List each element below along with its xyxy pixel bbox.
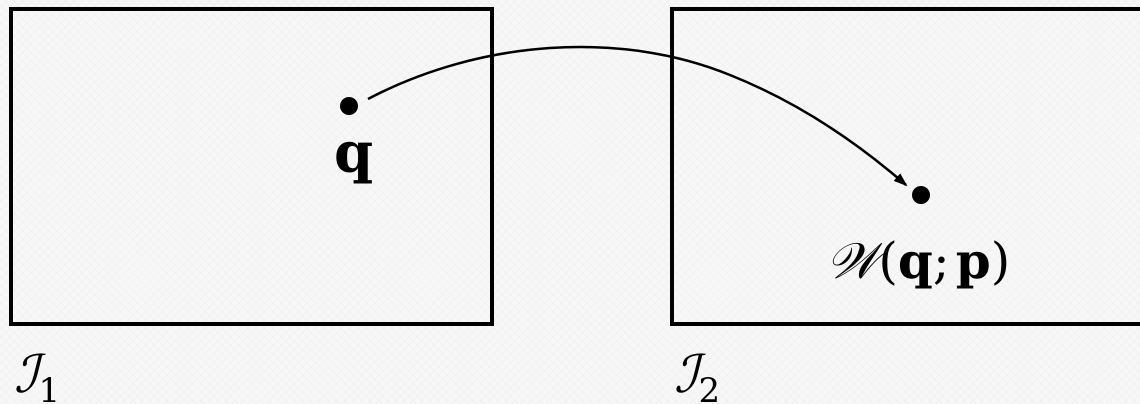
image-2-label: ℐ2 bbox=[674, 345, 720, 404]
warp-open-paren: ( bbox=[878, 232, 898, 290]
image-1-label: ℐ1 bbox=[14, 345, 60, 404]
warp-arrow bbox=[367, 45, 908, 187]
point-q-label: q bbox=[334, 120, 373, 186]
warped-point-dot bbox=[912, 186, 930, 204]
warp-separator: ; bbox=[933, 232, 950, 290]
image-2-frame bbox=[670, 7, 1140, 326]
image-2-subscript: 2 bbox=[698, 371, 720, 404]
warp-arg-q: q bbox=[898, 231, 933, 290]
warp-close-paren: ) bbox=[991, 232, 1011, 290]
warped-point-label: 𝒲(q;p) bbox=[826, 231, 1010, 290]
warp-arg-p: p bbox=[956, 231, 991, 290]
image-1-subscript: 1 bbox=[38, 371, 60, 404]
image-1-frame bbox=[9, 7, 494, 326]
point-q-dot bbox=[340, 97, 358, 115]
